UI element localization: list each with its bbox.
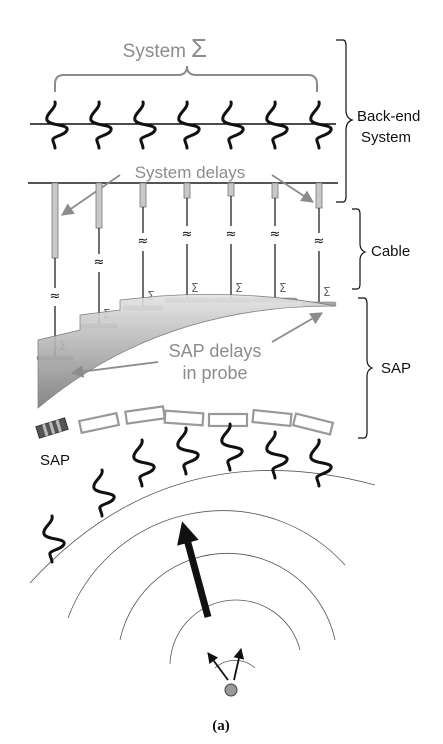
source-arrow-right <box>233 647 245 681</box>
cable-break-symbol: ≈ <box>94 255 105 270</box>
wavelet-icon <box>176 426 200 476</box>
sap-delays-label-1: SAP delays <box>169 341 262 361</box>
ring-3 <box>119 553 336 641</box>
wavelet-icon <box>177 100 201 150</box>
system-delays-arrow-left <box>60 174 121 216</box>
wavelet-icon <box>221 100 245 150</box>
back-end-label-2: System <box>361 129 411 146</box>
back-end-bracket <box>336 39 354 203</box>
wavelet-icon <box>89 100 113 150</box>
wavelet-icon <box>132 438 156 488</box>
sap-element-active <box>35 417 69 439</box>
transducer-element <box>124 405 166 425</box>
wavelet-icon <box>220 422 244 472</box>
system-delay-bar <box>227 182 235 197</box>
system-delay-bar <box>51 182 59 259</box>
cable-break-symbol: ≈ <box>138 234 149 249</box>
wavelet-icon <box>265 100 289 150</box>
system-delays-arrow-right <box>271 174 315 203</box>
cable-break-symbol: ≈ <box>270 227 281 242</box>
transducer-element <box>291 412 335 436</box>
transducer-element <box>207 412 249 428</box>
sub-sum-symbol: Σ <box>323 285 331 299</box>
sigma-symbol: Σ <box>191 33 207 63</box>
back-end-wavelet-row <box>30 100 336 150</box>
wavelet-icon <box>45 100 69 150</box>
ring-2 <box>169 599 301 665</box>
system-delays-label: System delays <box>135 163 246 182</box>
sap-bracket <box>358 297 374 439</box>
wavelet-icon <box>92 468 116 518</box>
cable-break-symbol: ≈ <box>182 227 193 242</box>
sap-left-label: SAP <box>40 452 70 469</box>
ring-1 <box>214 659 256 669</box>
wavelet-icon <box>133 100 157 150</box>
sap-delay-wedge <box>37 293 337 409</box>
point-source-icon <box>224 683 238 697</box>
source-arrow-left <box>207 652 229 681</box>
sub-sum-symbol: Σ <box>279 281 287 295</box>
cable-break-symbol: ≈ <box>314 234 325 249</box>
transducer-element <box>251 408 293 428</box>
sap-delays-label-2: in probe <box>182 363 247 383</box>
cable-label: Cable <box>371 243 410 260</box>
wavelet-icon <box>309 438 333 488</box>
cable-break-symbol: ≈ <box>226 227 237 242</box>
figure-caption: (a) <box>212 718 230 734</box>
sub-sum-symbol: Σ <box>235 281 243 295</box>
system-delay-bar <box>183 182 191 199</box>
sap-right-label: SAP <box>381 360 411 377</box>
beam-arrow-icon <box>177 521 212 618</box>
system-delay-bar <box>139 182 147 208</box>
system-delay-bar <box>315 182 323 209</box>
ring-4 <box>67 510 346 619</box>
system-delay-bar <box>95 182 103 229</box>
transducer-element <box>77 411 121 435</box>
transducer-element-arc <box>35 405 335 439</box>
wavelet-icon <box>42 514 66 564</box>
sub-sum-symbol: Σ <box>191 281 199 295</box>
cable-bracket <box>352 208 367 290</box>
system-sum-brace <box>54 65 318 92</box>
transducer-element <box>163 409 205 427</box>
system-sum-label: System <box>123 41 186 62</box>
sap-delays-arrow-right <box>271 312 324 343</box>
cable-break-symbol: ≈ <box>50 289 61 304</box>
back-end-label-1: Back-end <box>357 108 420 125</box>
wavelet-icon <box>309 100 333 150</box>
sub-sum-symbol: Σ <box>147 289 155 303</box>
wavefront-arc <box>29 470 376 584</box>
system-delay-bar <box>271 182 279 199</box>
sap-delays-arrow-left <box>70 361 159 378</box>
